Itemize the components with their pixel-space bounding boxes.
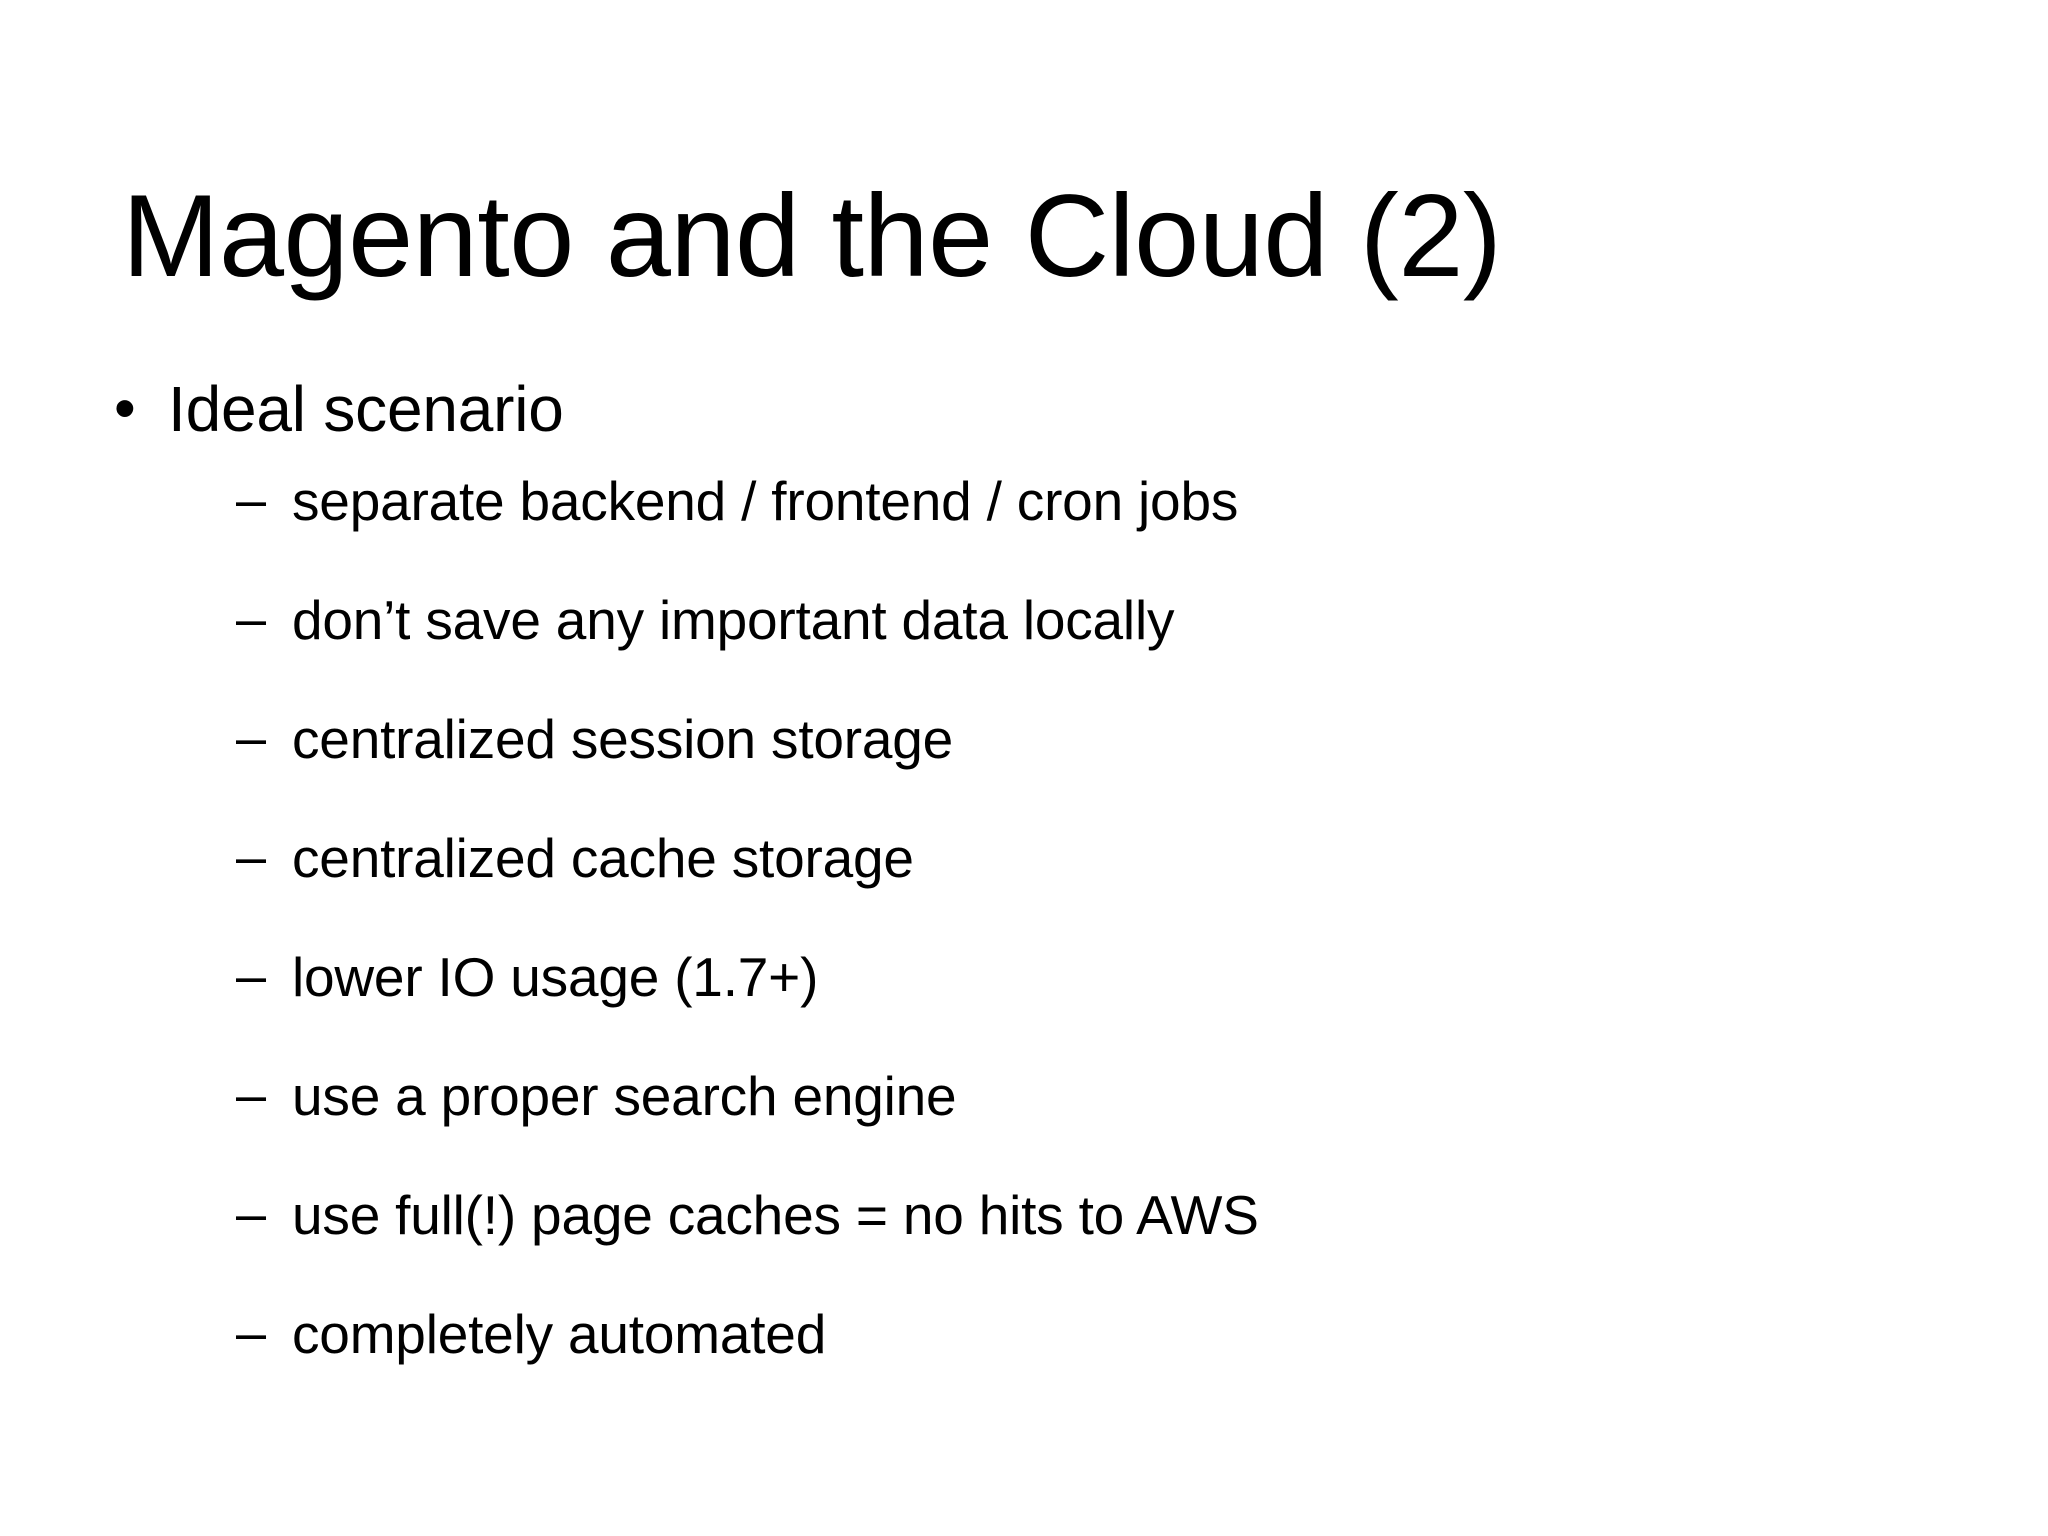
list-item: – use full(!) page caches = no hits to A… <box>104 1176 1984 1295</box>
dash-marker-icon: – <box>236 707 267 768</box>
list-item: – don’t save any important data locally <box>104 581 1984 700</box>
list-item: – lower IO usage (1.7+) <box>104 938 1984 1057</box>
slide-title: Magento and the Cloud (2) <box>122 170 1502 302</box>
bullet-text-level1: Ideal scenario <box>168 373 564 445</box>
sub-bullet-text: use a proper search engine <box>292 1064 957 1127</box>
dash-marker-icon: – <box>236 945 267 1006</box>
list-item: – centralized cache storage <box>104 819 1984 938</box>
dash-marker-icon: – <box>236 1064 267 1125</box>
list-item: – separate backend / frontend / cron job… <box>104 462 1984 581</box>
sub-bullet-text: separate backend / frontend / cron jobs <box>292 469 1239 532</box>
sub-bullet-text: use full(!) page caches = no hits to AWS <box>292 1183 1259 1246</box>
bullet-item-level1: • Ideal scenario <box>104 372 1984 448</box>
list-item: – centralized session storage <box>104 700 1984 819</box>
sub-bullet-text: centralized session storage <box>292 707 954 770</box>
bullet-dot-icon: • <box>114 374 136 443</box>
sub-bullet-text: don’t save any important data locally <box>292 588 1175 651</box>
sub-bullet-text: completely automated <box>292 1302 827 1365</box>
dash-marker-icon: – <box>236 588 267 649</box>
dash-marker-icon: – <box>236 1183 267 1244</box>
sub-bullet-list: – separate backend / frontend / cron job… <box>104 462 1984 1414</box>
dash-marker-icon: – <box>236 469 267 530</box>
sub-bullet-text: centralized cache storage <box>292 826 914 889</box>
slide-body: • Ideal scenario – separate backend / fr… <box>104 372 1984 1414</box>
list-item: – completely automated <box>104 1295 1984 1414</box>
dash-marker-icon: – <box>236 826 267 887</box>
sub-bullet-text: lower IO usage (1.7+) <box>292 945 819 1008</box>
list-item: – use a proper search engine <box>104 1057 1984 1176</box>
dash-marker-icon: – <box>236 1302 267 1363</box>
